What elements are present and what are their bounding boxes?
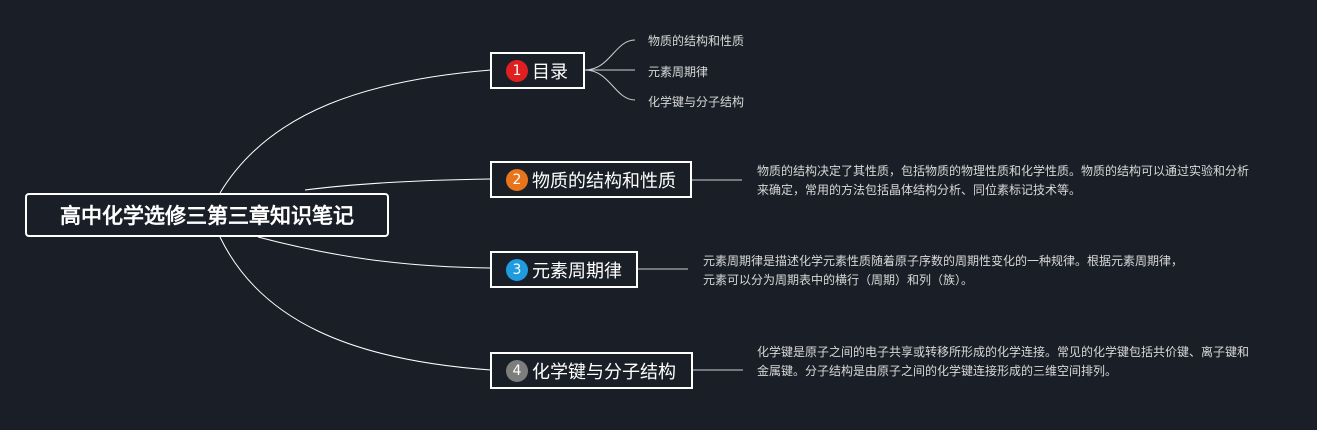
topic-chemical-bond[interactable]: 4 化学键与分子结构 xyxy=(490,352,693,389)
link-root-topic-4 xyxy=(219,236,492,371)
toc-item[interactable]: 化学键与分子结构 xyxy=(648,95,745,109)
number-badge-3: 3 xyxy=(506,258,528,281)
description-chemical-bond[interactable]: 化学键是原子之间的电子共享或转移所形成的化学连接。常见的化学键包括共价键、离子键… xyxy=(757,345,1250,378)
link-toc-leaf-1 xyxy=(584,39,636,71)
root-title: 高中化学选修三第三章知识笔记 xyxy=(60,204,354,228)
link-root-topic-1 xyxy=(219,69,492,194)
topic-label: 元素周期律 xyxy=(532,260,622,282)
number-badge-2: 2 xyxy=(506,168,528,191)
root-topic[interactable]: 高中化学选修三第三章知识笔记 xyxy=(25,193,389,237)
topic-label: 物质的结构和性质 xyxy=(532,170,676,192)
topic-periodic-law[interactable]: 3 元素周期律 xyxy=(490,251,638,288)
topic-label: 化学键与分子结构 xyxy=(532,361,676,383)
description-periodic-law[interactable]: 元素周期律是描述化学元素性质随着原子序数的周期性变化的一种规律。根据元素周期律，… xyxy=(703,254,1184,287)
number-badge-1: 1 xyxy=(506,59,528,82)
topic-toc[interactable]: 1 目录 xyxy=(490,52,585,89)
link-root-topic-3 xyxy=(257,236,492,269)
topic-label: 目录 xyxy=(532,61,568,83)
link-root-topic-2 xyxy=(304,178,492,191)
toc-item[interactable]: 物质的结构和性质 xyxy=(648,34,745,48)
number-badge-4: 4 xyxy=(506,359,528,382)
topic-structure-properties[interactable]: 2 物质的结构和性质 xyxy=(490,161,692,198)
link-toc-leaf-3 xyxy=(584,69,636,101)
toc-item[interactable]: 元素周期律 xyxy=(648,65,709,79)
description-structure-properties[interactable]: 物质的结构决定了其性质，包括物质的物理性质和化学性质。物质的结构可以通过实验和分… xyxy=(757,164,1250,197)
